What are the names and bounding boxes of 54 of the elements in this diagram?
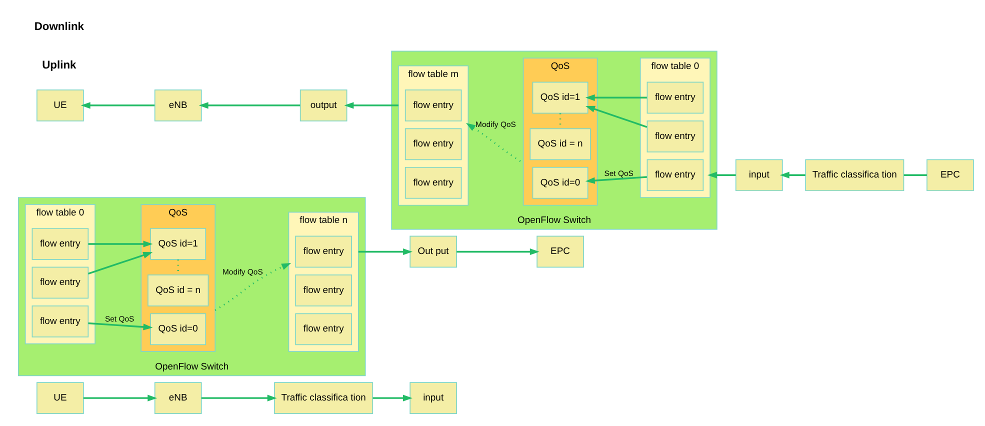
arrow bbox=[780, 172, 806, 178]
node-box: flow entry bbox=[295, 274, 352, 306]
arrow bbox=[88, 322, 153, 330]
arrow bbox=[372, 394, 412, 402]
node-box: input bbox=[410, 382, 457, 414]
arrow bbox=[83, 394, 158, 402]
node-box: flow entry bbox=[646, 120, 704, 152]
node-box: Out put bbox=[410, 236, 457, 268]
node-box: EPC bbox=[926, 159, 974, 192]
arrow bbox=[585, 94, 647, 101]
node-box: UE bbox=[36, 382, 84, 414]
node-box: UE bbox=[36, 89, 84, 122]
node-box: QoS id=1 bbox=[532, 82, 588, 114]
arrow bbox=[585, 176, 647, 184]
node-box: QoS id = n bbox=[530, 128, 591, 160]
arrow bbox=[88, 240, 153, 248]
node-box: Traffic classifica tion bbox=[274, 382, 374, 414]
arrow bbox=[358, 248, 413, 256]
node-box: eNB bbox=[154, 89, 202, 122]
node-box: QoS id=1 bbox=[150, 228, 206, 260]
node-box: flow entry bbox=[646, 82, 704, 114]
node-box: flow entry bbox=[404, 166, 462, 199]
node-box: flow entry bbox=[646, 159, 704, 192]
node-box: flow entry bbox=[32, 228, 89, 260]
edge-label: Set QoS bbox=[104, 314, 134, 324]
node-box: QoS id = n bbox=[148, 274, 209, 306]
edge-label: Modify QoS bbox=[222, 267, 263, 276]
arrow bbox=[344, 102, 398, 109]
arrow bbox=[456, 248, 540, 256]
node-box: input bbox=[735, 159, 783, 192]
connector bbox=[904, 174, 927, 176]
node-box: eNB bbox=[154, 382, 202, 414]
node-box: Traffic classifica tion bbox=[805, 159, 904, 192]
node-box: flow entry bbox=[295, 236, 352, 268]
arrow bbox=[586, 106, 648, 128]
node-box: output bbox=[300, 89, 348, 122]
arrow bbox=[80, 102, 155, 109]
arrow bbox=[88, 252, 153, 274]
node-box: QoS id=0 bbox=[150, 313, 206, 346]
arrow bbox=[707, 172, 736, 178]
node-box: flow entry bbox=[404, 89, 462, 122]
node-box: flow entry bbox=[32, 266, 89, 299]
node-box: flow entry bbox=[32, 306, 89, 338]
edge-label: Modify QoS bbox=[476, 120, 516, 130]
edge-label: Set QoS bbox=[604, 169, 634, 178]
arrow bbox=[201, 394, 277, 402]
arrow bbox=[214, 262, 292, 311]
node-box: QoS id=0 bbox=[532, 166, 588, 199]
node-box: EPC bbox=[536, 236, 584, 268]
arrow bbox=[198, 102, 300, 109]
label: Downlink bbox=[34, 21, 84, 33]
node-box: flow entry bbox=[404, 128, 462, 160]
label: Uplink bbox=[42, 60, 76, 72]
node-box: flow entry bbox=[295, 313, 352, 346]
